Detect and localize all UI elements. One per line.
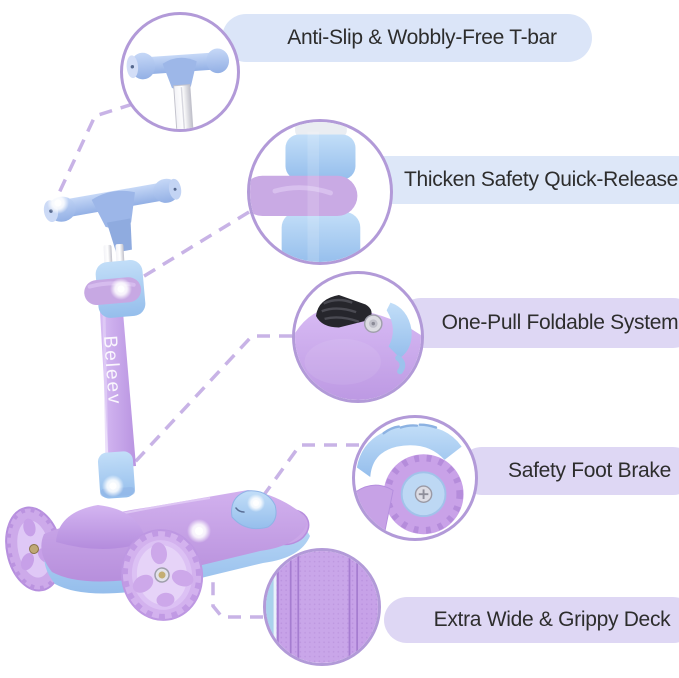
feature-label: One-Pull Foldable System [441, 311, 679, 334]
stem-highlight [102, 313, 109, 465]
deck-zoom-illustration [266, 551, 378, 663]
feature-label: Safety Foot Brake [508, 459, 671, 482]
callout-circle-deck [263, 548, 381, 666]
feature-pill-foot-brake: Safety Foot Brake [458, 447, 679, 495]
feature-pill-foldable: One-Pull Foldable System [396, 298, 679, 348]
brand-logo-text: Beleev [99, 335, 125, 406]
stem [100, 312, 136, 468]
quick-release-zoom-illustration [250, 122, 361, 262]
feature-label: Anti-Slip & Wobbly-Free T-bar [287, 26, 557, 49]
feature-pill-tbar: Anti-Slip & Wobbly-Free T-bar [222, 14, 592, 62]
tbar-zoom-illustration [126, 48, 230, 129]
connector-deck [211, 563, 263, 619]
foldable-zoom-illustration [295, 295, 421, 400]
feature-pill-quick-release: Thicken Safety Quick-Release [352, 156, 679, 204]
feature-label: Thicken Safety Quick-Release [403, 168, 679, 191]
connector-foldable [120, 334, 292, 478]
callout-circle-tbar [120, 12, 240, 132]
callout-connector-lines [50, 102, 359, 619]
connector-brake [259, 443, 359, 501]
callout-circle-foldable [292, 271, 424, 403]
handlebar-post [106, 218, 132, 253]
handlebar [43, 178, 182, 253]
foot-brake-zoom-illustration [355, 423, 464, 538]
scooter: Beleev [5, 178, 310, 621]
led-glow-dots [47, 192, 265, 543]
callout-circle-quick-release [247, 119, 393, 265]
feature-label: Extra Wide & Grippy Deck [433, 608, 671, 631]
handlebar-center-pad [91, 190, 135, 229]
fender-face-mark [235, 507, 245, 513]
connector-quick-release [122, 210, 250, 291]
callout-circle-foot-brake [352, 415, 478, 541]
front-right-wheel [120, 529, 204, 621]
feature-pill-deck: Extra Wide & Grippy Deck [384, 597, 679, 643]
front-dome [56, 505, 146, 549]
